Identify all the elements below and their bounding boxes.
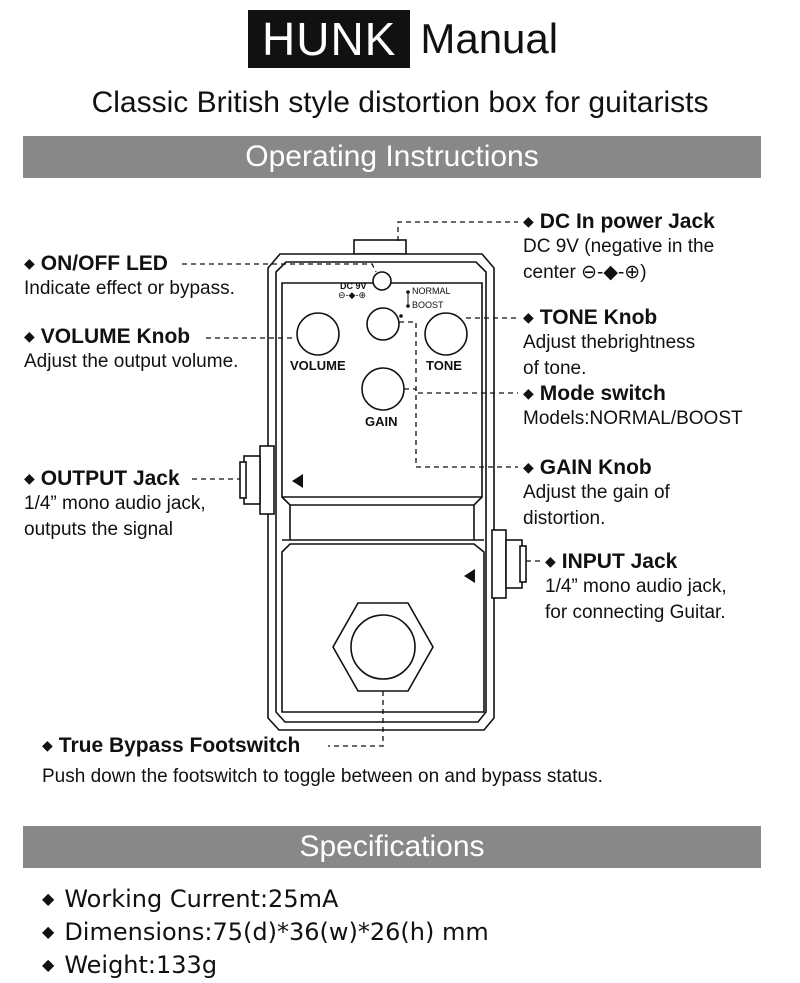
bullet-diamond-icon: ◆ xyxy=(523,213,534,229)
callout-title: TONE Knob xyxy=(539,306,658,329)
section-header-operating: Operating Instructions xyxy=(23,136,761,178)
switch-normal-label: NORMAL xyxy=(412,286,451,296)
footswitch-panel xyxy=(281,543,485,713)
led-shape xyxy=(372,271,392,291)
mode-switch-shape xyxy=(366,307,400,341)
input-jack-shape xyxy=(491,529,507,599)
callout-desc: Indicate effect or bypass. xyxy=(24,278,235,299)
bullet-diamond-icon: ◆ xyxy=(523,309,534,325)
callout-title: ON/OFF LED xyxy=(40,252,168,275)
callout-desc: Models:NORMAL/BOOST xyxy=(523,408,743,429)
callout-tone: ◆ TONE Knob Adjust thebrightness of tone. xyxy=(523,306,695,382)
dc-polarity-symbol: ⊖-◆-⊕ xyxy=(338,290,366,300)
callout-desc: center ⊖-◆-⊕) xyxy=(523,262,647,283)
callout-title: GAIN Knob xyxy=(539,456,652,479)
callout-desc: Adjust the gain of xyxy=(523,482,670,503)
callout-volume: ◆ VOLUME Knob Adjust the output volume. xyxy=(24,325,238,375)
callout-mode: ◆ Mode switch Models:NORMAL/BOOST xyxy=(523,382,743,432)
callout-desc: 1/4” mono audio jack, xyxy=(545,576,727,597)
footswitch-hex xyxy=(332,602,434,692)
tone-knob-shape xyxy=(424,312,468,356)
callout-dc-jack: ◆ DC In power Jack DC 9V (negative in the… xyxy=(523,210,715,286)
section-header-specs: Specifications xyxy=(23,826,761,868)
callout-led: ◆ ON/OFF LED Indicate effect or bypass. xyxy=(24,252,235,302)
spec-text: Dimensions:75(d)*36(w)*26(h) mm xyxy=(64,918,489,946)
callout-desc: Adjust thebrightness xyxy=(523,332,696,353)
callout-input-jack: ◆ INPUT Jack 1/4” mono audio jack, for co… xyxy=(545,550,727,626)
gain-knob-label: GAIN xyxy=(365,414,398,429)
callout-desc: Push down the footswitch to toggle betwe… xyxy=(42,766,603,787)
callout-output-jack: ◆ OUTPUT Jack 1/4” mono audio jack, outpu… xyxy=(24,467,206,543)
callout-gain: ◆ GAIN Knob Adjust the gain of distortion… xyxy=(523,456,670,532)
callout-title: OUTPUT Jack xyxy=(40,467,180,490)
spec-text: Working Current:25mA xyxy=(64,885,339,913)
callout-desc: DC 9V (negative in the xyxy=(523,236,715,257)
callout-title: VOLUME Knob xyxy=(40,325,191,348)
volume-knob-label: VOLUME xyxy=(290,358,346,373)
bullet-diamond-icon: ◆ xyxy=(24,328,35,344)
callout-title: DC In power Jack xyxy=(539,210,715,233)
bullet-diamond-icon: ◆ xyxy=(523,459,534,475)
pedal-body xyxy=(267,253,495,731)
volume-knob-shape xyxy=(296,312,340,356)
footswitch-button xyxy=(350,614,416,680)
callout-title: INPUT Jack xyxy=(561,550,678,573)
spec-item: ◆ Working Current:25mA xyxy=(42,884,489,917)
brand-logo: HUNK xyxy=(248,10,411,68)
title-word: Manual xyxy=(420,15,559,62)
spec-text: Weight:133g xyxy=(64,951,218,979)
spec-item: ◆ Weight:133g xyxy=(42,950,489,983)
subtitle: Classic British style distortion box for… xyxy=(91,86,709,119)
bullet-diamond-icon: ◆ xyxy=(42,955,55,974)
callout-desc: 1/4” mono audio jack, xyxy=(24,493,206,514)
callout-title: True Bypass Footswitch xyxy=(58,734,301,757)
tone-knob-label: TONE xyxy=(426,358,462,373)
dc-label: DC 9V xyxy=(340,281,367,291)
dc-jack-shape xyxy=(353,239,407,255)
bullet-diamond-icon: ◆ xyxy=(523,385,534,401)
switch-boost-label: BOOST xyxy=(412,300,444,310)
callout-desc: of tone. xyxy=(523,358,587,379)
bullet-diamond-icon: ◆ xyxy=(545,553,556,569)
bullet-diamond-icon: ◆ xyxy=(42,889,55,908)
spec-list: ◆ Working Current:25mA ◆ Dimensions:75(d)*… xyxy=(42,884,489,983)
callout-desc: Adjust the output volume. xyxy=(24,351,239,372)
bullet-diamond-icon: ◆ xyxy=(24,255,35,271)
manual-title: HUNK Manual xyxy=(248,10,558,68)
bullet-diamond-icon: ◆ xyxy=(24,470,35,486)
bullet-diamond-icon: ◆ xyxy=(42,922,55,941)
callout-desc: distortion. xyxy=(523,508,606,529)
bullet-diamond-icon: ◆ xyxy=(42,737,53,753)
callout-desc: outputs the signal xyxy=(24,519,173,540)
spec-item: ◆ Dimensions:75(d)*36(w)*26(h) mm xyxy=(42,917,489,950)
output-jack-shape xyxy=(259,445,275,515)
callout-title: Mode switch xyxy=(539,382,666,405)
callout-footswitch: ◆ True Bypass Footswitch Push down the fo… xyxy=(42,734,603,790)
callout-desc: for connecting Guitar. xyxy=(545,602,726,623)
